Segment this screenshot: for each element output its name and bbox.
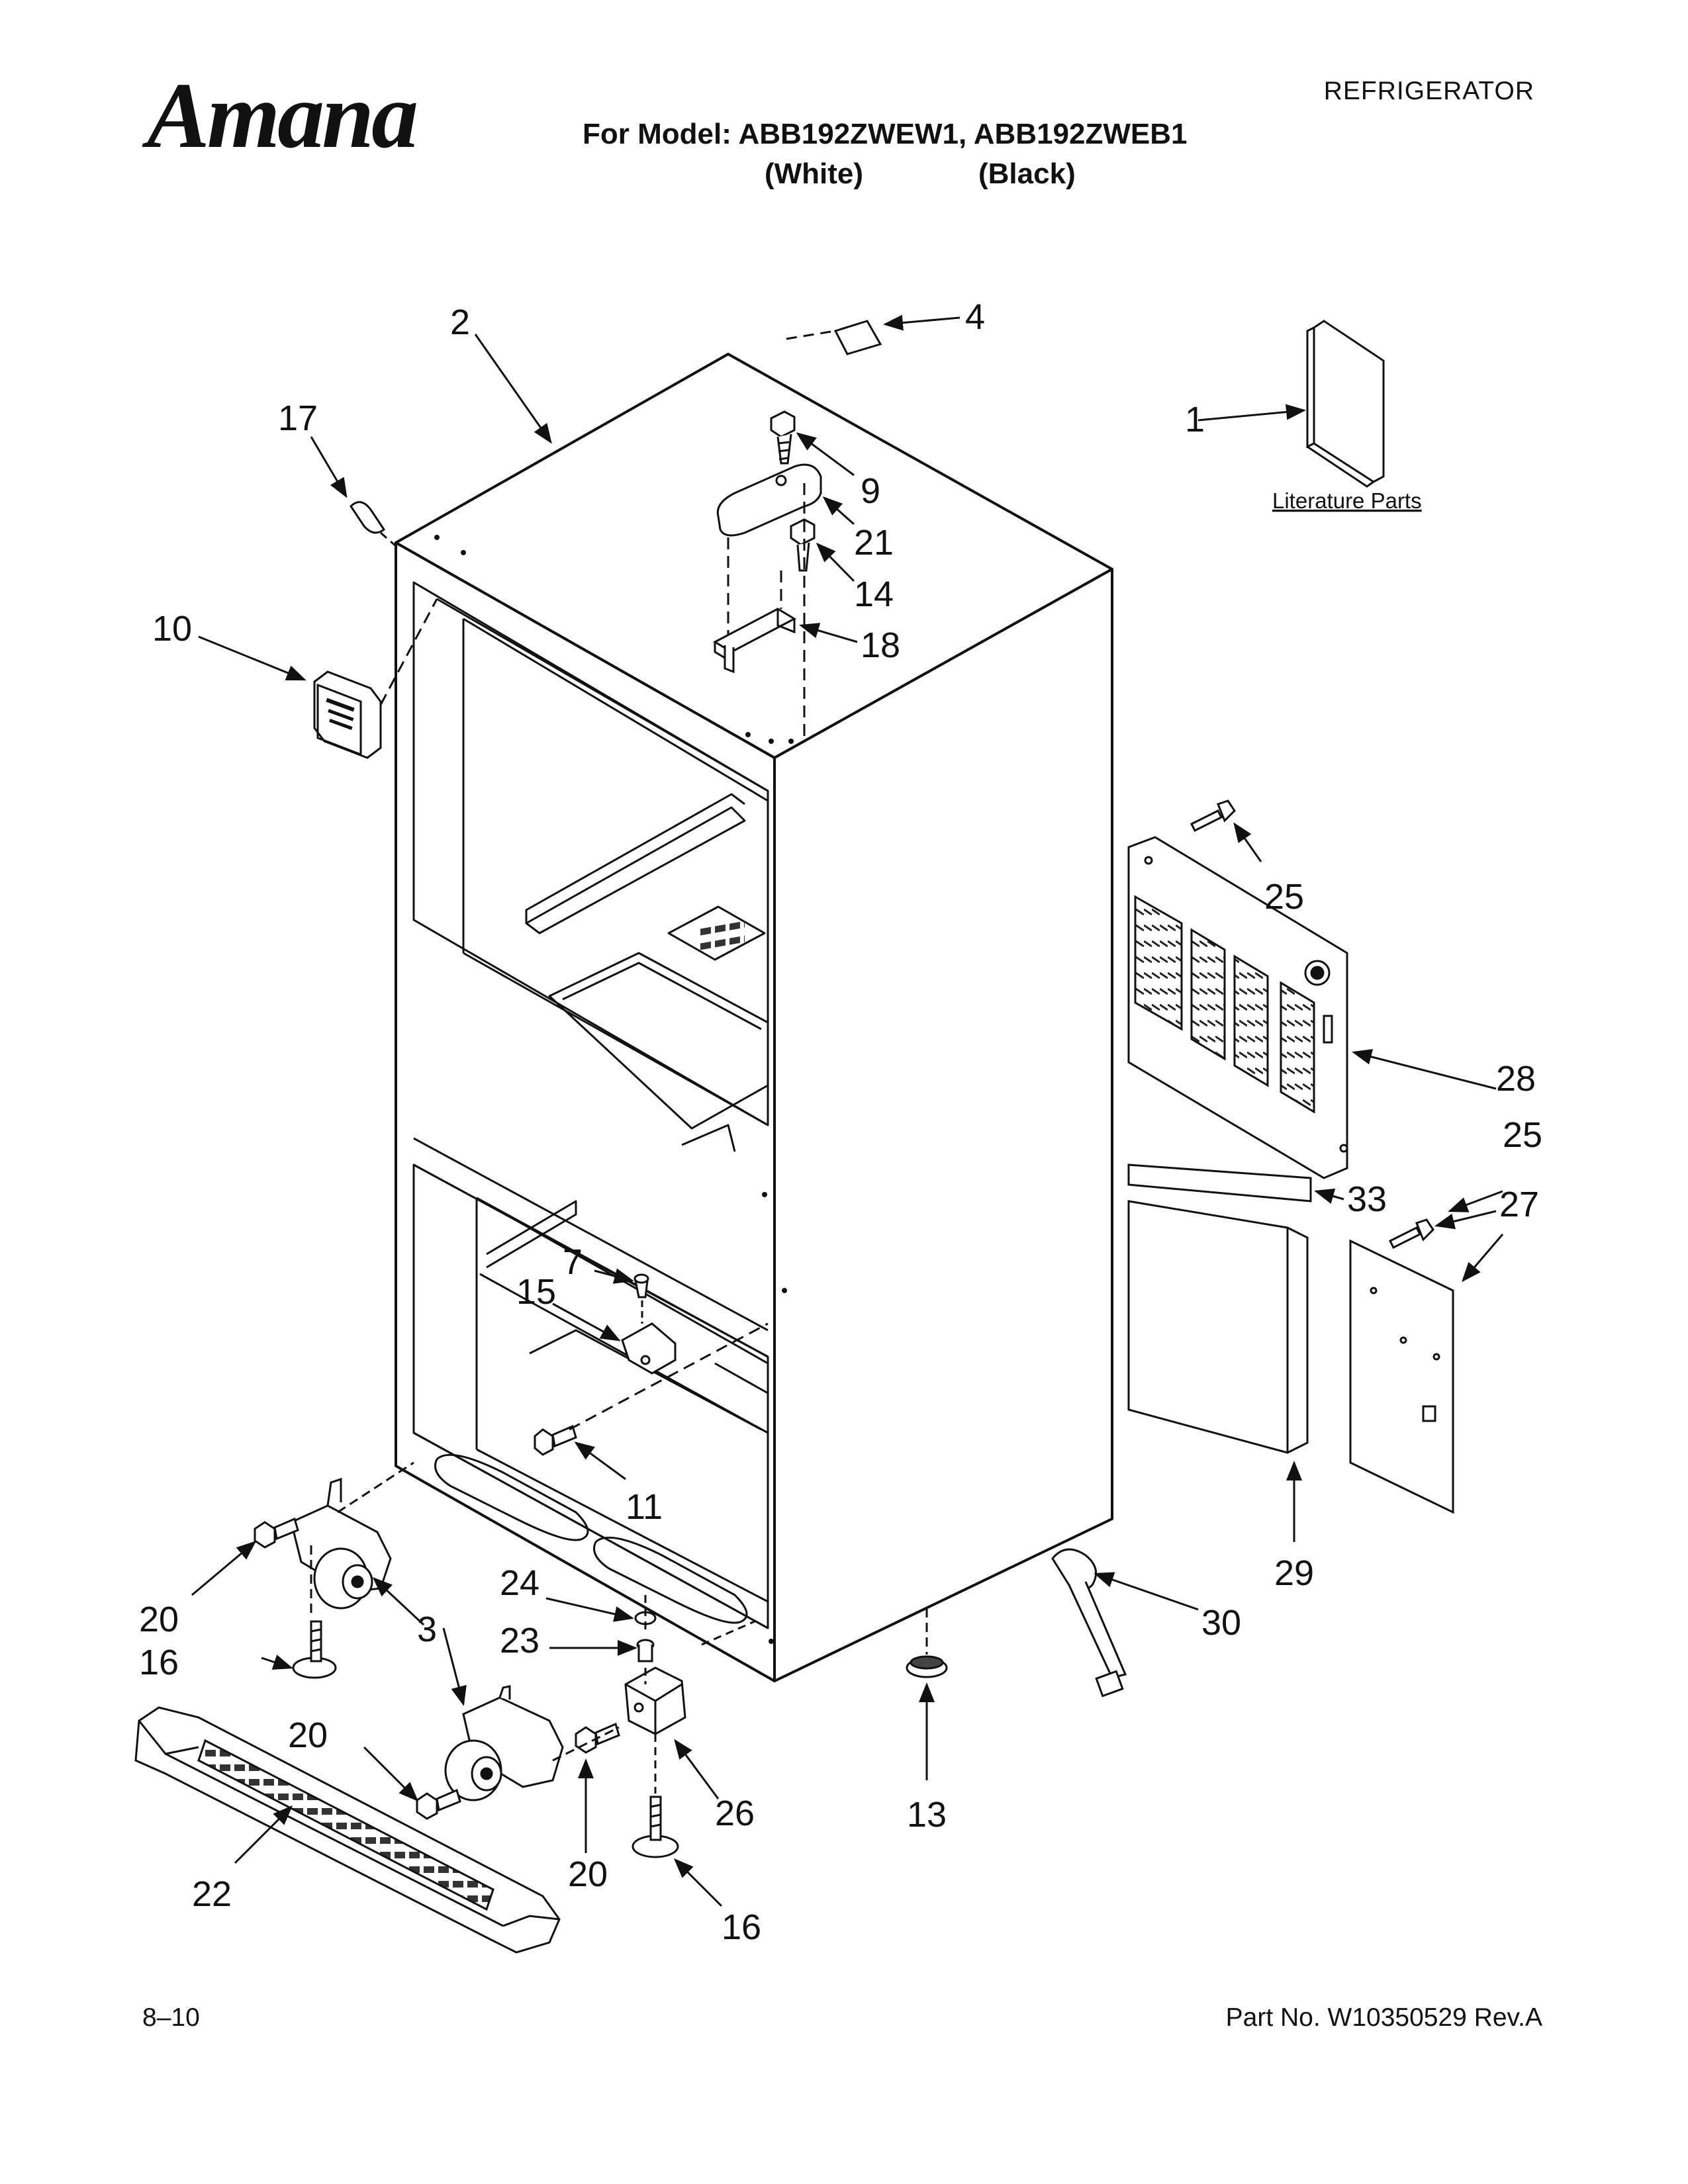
screw-9-icon bbox=[770, 410, 796, 465]
callout-13: 13 bbox=[907, 1795, 947, 1835]
power-cord-icon bbox=[1051, 1548, 1127, 1698]
rear-access-panel-icon bbox=[1127, 836, 1348, 1179]
callout-10: 10 bbox=[152, 609, 192, 649]
insulation-block-icon bbox=[1127, 1200, 1309, 1454]
variant-black: (Black) bbox=[978, 158, 1076, 190]
callout-33: 33 bbox=[1347, 1179, 1387, 1219]
brand-wordmark: Amana bbox=[147, 63, 418, 167]
callout-16-left: 16 bbox=[139, 1643, 179, 1682]
callout-21: 21 bbox=[854, 523, 894, 563]
screw-14-icon bbox=[790, 518, 816, 572]
callout-3: 3 bbox=[417, 1610, 437, 1649]
date-code: 8–10 bbox=[142, 2003, 200, 2032]
callout-24: 24 bbox=[500, 1563, 539, 1603]
label-plate-icon bbox=[833, 320, 882, 355]
callout-9: 9 bbox=[861, 471, 880, 511]
leveling-leg-16-icon bbox=[292, 1620, 337, 1679]
callout-17: 17 bbox=[278, 398, 318, 438]
screw-25-icon bbox=[1190, 799, 1236, 833]
callout-20-left: 20 bbox=[139, 1600, 179, 1639]
callout-14: 14 bbox=[854, 574, 894, 614]
pin-23-icon bbox=[636, 1639, 655, 1662]
callout-25-top: 25 bbox=[1264, 877, 1304, 917]
callout-4: 4 bbox=[965, 297, 985, 337]
callout-15: 15 bbox=[516, 1272, 556, 1312]
variant-white: (White) bbox=[765, 158, 864, 190]
toe-grille-icon bbox=[134, 1706, 561, 1954]
roller-assembly-left-icon bbox=[290, 1477, 392, 1610]
callout-16-bottom: 16 bbox=[722, 1907, 761, 1947]
hinge-cover-icon bbox=[716, 463, 822, 537]
cord-clip-icon bbox=[350, 501, 386, 534]
lower-hinge-bracket-icon bbox=[624, 1666, 686, 1735]
baffle-strip-icon bbox=[1127, 1163, 1312, 1203]
callout-20-bottom: 20 bbox=[568, 1854, 608, 1894]
callout-7: 7 bbox=[563, 1242, 583, 1282]
callout-18: 18 bbox=[861, 625, 900, 665]
control-module-icon bbox=[313, 670, 382, 759]
leveling-leg-16b-icon bbox=[632, 1796, 679, 1858]
callout-labels: 2 4 1 Literature Parts 17 10 9 21 14 18 … bbox=[139, 297, 1542, 1947]
callout-27: 27 bbox=[1499, 1185, 1539, 1224]
freezer-hinge-icon bbox=[621, 1273, 677, 1375]
callout-1: 1 bbox=[1185, 400, 1205, 439]
roller-assembly-right-icon bbox=[444, 1685, 564, 1801]
callout-30: 30 bbox=[1201, 1603, 1241, 1643]
callout-26: 26 bbox=[715, 1794, 755, 1833]
callout-25-right: 25 bbox=[1503, 1115, 1542, 1155]
rear-cover-icon bbox=[1349, 1239, 1454, 1514]
screw-20-icon bbox=[254, 1517, 299, 1549]
literature-manual-icon bbox=[1306, 320, 1385, 488]
callout-20-middle: 20 bbox=[288, 1715, 328, 1755]
literature-parts-label: Literature Parts bbox=[1272, 488, 1422, 513]
callout-22: 22 bbox=[192, 1874, 232, 1914]
leveling-foot-icon bbox=[906, 1655, 948, 1678]
model-line: For Model: ABB192ZWEW1, ABB192ZWEB1 bbox=[583, 118, 1188, 150]
callout-arrows bbox=[191, 314, 1504, 1907]
cabinet bbox=[395, 353, 1113, 1682]
callout-29: 29 bbox=[1274, 1553, 1314, 1593]
part-number: Part No. W10350529 Rev.A bbox=[1225, 2003, 1542, 2032]
callout-11: 11 bbox=[626, 1487, 663, 1527]
callout-23: 23 bbox=[500, 1621, 539, 1661]
page-category: REFRIGERATOR bbox=[1323, 77, 1534, 105]
callout-28: 28 bbox=[1496, 1059, 1536, 1099]
amana-logo: Amana bbox=[147, 63, 418, 167]
screw-27-icon bbox=[1388, 1218, 1434, 1250]
callout-2: 2 bbox=[450, 302, 470, 342]
top-hinge-assembly bbox=[712, 410, 822, 741]
screw-20b-icon bbox=[416, 1788, 461, 1820]
screw-11-icon bbox=[534, 1424, 577, 1456]
